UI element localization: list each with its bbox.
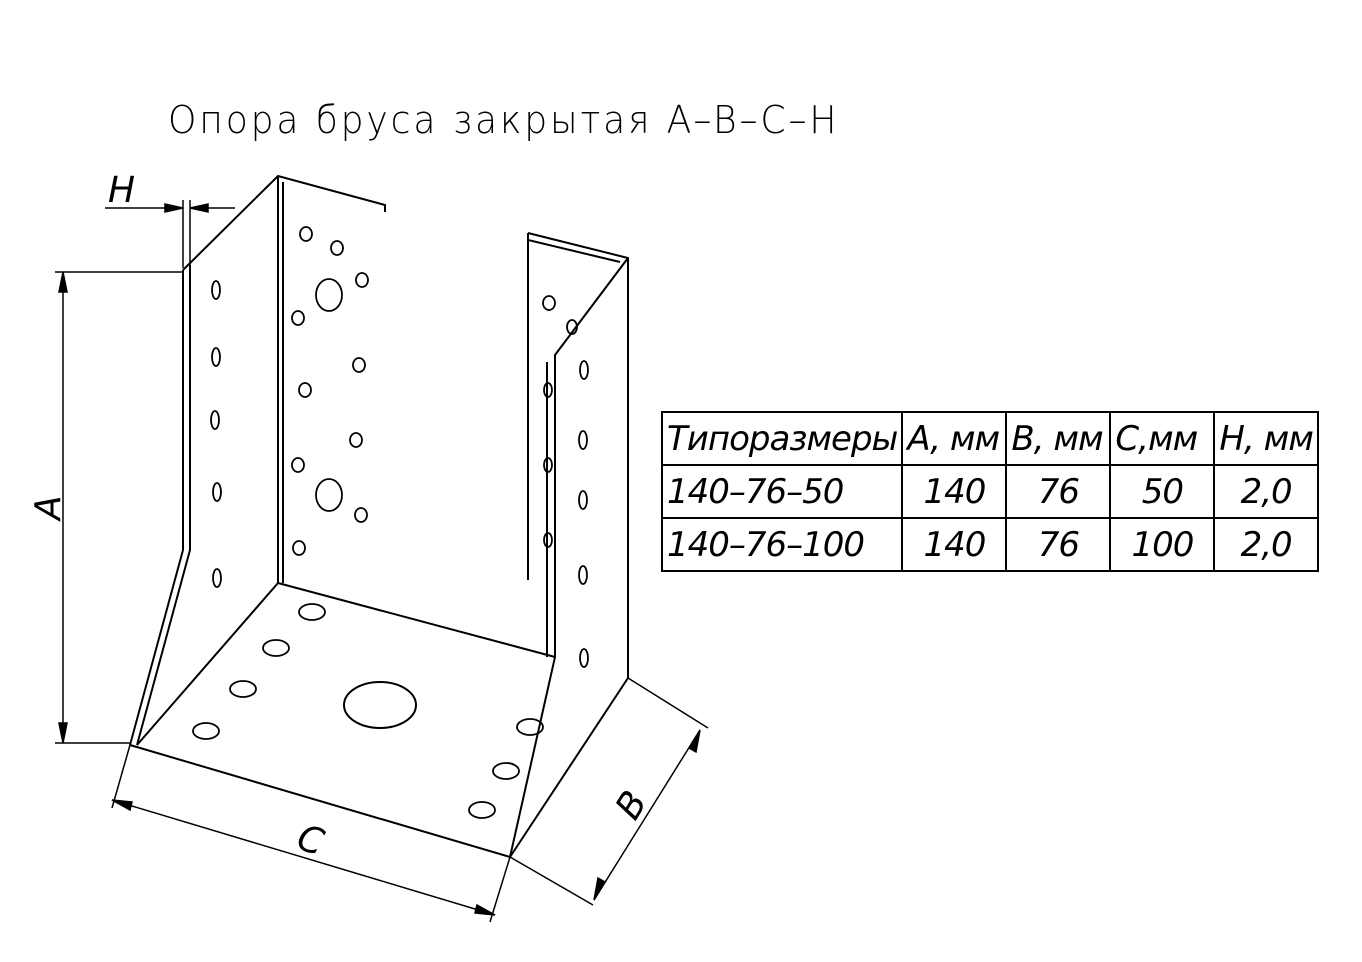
dim-label-b: B [608, 784, 656, 827]
header-cell: Типоразмеры [660, 411, 904, 466]
header-cell: C,мм [1109, 411, 1216, 466]
dim-label-h: H [108, 170, 135, 211]
table-cell: 50 [1109, 464, 1216, 519]
table-cell: 100 [1109, 517, 1216, 572]
header-cell: A, мм [901, 411, 1008, 466]
table-cell: 140 [901, 517, 1008, 572]
table-cell: 76 [1005, 464, 1112, 519]
header-cell: H, мм [1213, 411, 1319, 466]
left-plate [129, 174, 386, 746]
dimension-lines [55, 200, 709, 923]
table-cell: 140–76–50 [660, 464, 904, 519]
base-plate [129, 582, 556, 858]
table-header-row: Типоразмеры A, мм B, мм C,мм H, мм [660, 411, 1319, 466]
dim-label-c: C [292, 817, 329, 864]
dim-label-a: A [28, 495, 69, 522]
table-cell: 2,0 [1213, 517, 1319, 572]
table-row: 140–76–100 140 76 100 2,0 [660, 517, 1319, 572]
table-cell: 76 [1005, 517, 1112, 572]
table-cell: 140 [901, 464, 1008, 519]
right-plate [509, 232, 629, 858]
table-row: 140–76–50 140 76 50 2,0 [660, 464, 1319, 519]
mounting-holes [192, 226, 589, 819]
sizes-table: Типоразмеры A, мм B, мм C,мм H, мм 140–7… [660, 411, 1319, 572]
drawing-title: Опора бруса закрытая A–B–C–H [168, 98, 840, 142]
table-cell: 2,0 [1213, 464, 1319, 519]
table-cell: 140–76–100 [660, 517, 904, 572]
header-cell: B, мм [1005, 411, 1112, 466]
